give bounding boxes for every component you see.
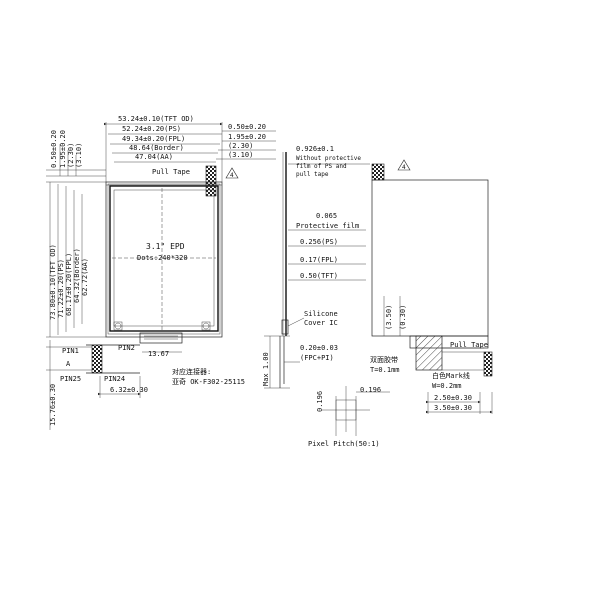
fpc-pi-label: (FPC+PI) xyxy=(300,354,334,362)
warning-number: 4 xyxy=(230,172,234,179)
epd-size: 3.1" EPD xyxy=(146,242,185,251)
dim-right-2: 1.95±0.20 xyxy=(228,133,266,141)
front-view: 53.24±0.10(TFT OD) 52.24±0.20(PS) 49.34±… xyxy=(46,115,276,430)
connector-pn: 亚奇 OK-F302-25115 xyxy=(172,377,245,386)
pixel-pitch-caption: Pixel Pitch(50:1) xyxy=(308,440,380,448)
panel-outline xyxy=(105,181,223,338)
top-dimension-stack: 53.24±0.10(TFT OD) 52.24±0.20(PS) 49.34±… xyxy=(103,115,223,182)
ps-thickness: 0.256(PS) xyxy=(300,238,338,246)
dim-left-3: (2.30) xyxy=(67,143,75,168)
mark-width: W=0.2mm xyxy=(432,382,462,390)
side-note-2: film of PS and xyxy=(296,163,347,170)
dim-aa: 47.04(AA) xyxy=(135,153,173,161)
dim-right-1: 0.50±0.20 xyxy=(228,123,266,131)
bottom-left-dim: 15.76±0.30 xyxy=(49,384,57,426)
left-dimension-stack: 73.80±0.10(TFT OD) 71.22±0.20(PS) 68.17±… xyxy=(46,181,106,338)
connector-cn: 对应连接器: xyxy=(172,367,211,376)
side-warning-icon xyxy=(397,159,411,171)
dim-left-2: 1.95±0.20 xyxy=(59,130,67,168)
warning-icon xyxy=(225,167,239,179)
fpc-length: 13.67 xyxy=(148,350,169,358)
back-view: (3.50) (0.30) Pull Tape 双面胶带 T=0.1mm 白色M… xyxy=(370,163,493,414)
dim-right-3: (2.30) xyxy=(228,142,253,150)
back-pull-tape: Pull Tape xyxy=(450,341,488,349)
dim-v-ps: 71.22±0.20(PS) xyxy=(57,259,65,318)
pixel-pitch-detail: 0.196 0.196 Pixel Pitch(50:1) xyxy=(308,386,390,448)
a-label: A xyxy=(66,360,71,368)
pin25-label: PIN25 xyxy=(60,375,81,383)
back-dim-2: (0.30) xyxy=(399,305,407,330)
silicone-label: Silicone xyxy=(304,310,338,318)
side-view: 0.926±0.1 Without protective film of PS … xyxy=(262,145,411,389)
right-top-dims: 0.50±0.20 1.95±0.20 (2.30) (3.10) xyxy=(216,123,276,160)
film-thickness: 0.065 xyxy=(316,212,337,220)
mark-cn: 白色Mark线 xyxy=(432,371,470,380)
left-top-dims: 0.50±0.20 1.95±0.20 (2.30) (3.10) xyxy=(46,130,106,177)
epd-dots: Dots:240*320 xyxy=(137,254,188,262)
pull-tape-label: Pull Tape xyxy=(152,168,190,176)
pull-tape-block: Pull Tape 4 xyxy=(152,165,239,197)
dim-v-border: 64.32(Border) xyxy=(73,248,81,303)
cover-ic-label: Cover IC xyxy=(304,319,338,327)
fpc-thickness: 0.20±0.03 xyxy=(300,344,338,352)
pixel-pitch-v: 0.196 xyxy=(316,391,324,412)
fpc-region: PIN1 PIN2 A PIN25 PIN24 13.67 6.32±0.30 … xyxy=(46,332,245,430)
fpc-pitch: 6.32±0.30 xyxy=(110,386,148,394)
fpl-thickness: 0.17(FPL) xyxy=(300,256,338,264)
pin1-label: PIN1 xyxy=(62,347,79,355)
tape-thickness: T=0.1mm xyxy=(370,366,400,374)
pixel-pitch-h: 0.196 xyxy=(360,386,381,394)
back-dim-1: (3.50) xyxy=(385,305,393,330)
side-warning-number: 4 xyxy=(402,164,406,171)
film-label: Protective film xyxy=(296,222,359,230)
dim-border: 48.64(Border) xyxy=(129,144,184,152)
back-dim-4: 3.50±0.30 xyxy=(434,404,472,412)
dim-ps: 52.24±0.20(PS) xyxy=(122,125,181,133)
dim-left-4: (3.10) xyxy=(75,143,83,168)
dim-v-fpl: 68.17±0.20(FPL) xyxy=(65,253,73,316)
dim-v-aa: 62.72(AA) xyxy=(81,258,89,296)
dim-tft-od: 53.24±0.10(TFT OD) xyxy=(118,115,194,123)
dim-fpl: 49.34±0.20(FPL) xyxy=(122,135,185,143)
side-note-3: pull tape xyxy=(296,171,329,178)
dim-v-tft: 73.80±0.10(TFT OD) xyxy=(49,244,57,320)
tape-cn: 双面胶带 xyxy=(370,355,398,364)
back-dim-3: 2.50±0.30 xyxy=(434,394,472,402)
side-total: 0.926±0.1 xyxy=(296,145,334,153)
side-note-1: Without protective xyxy=(296,155,361,162)
dim-left-1: 0.50±0.20 xyxy=(50,130,58,168)
pin2-label: PIN2 xyxy=(118,344,135,352)
max-thickness: Max 1.00 xyxy=(262,352,270,386)
dim-right-4: (3.10) xyxy=(228,151,253,159)
pin24-label: PIN24 xyxy=(104,375,125,383)
tft-thickness: 0.50(TFT) xyxy=(300,272,338,280)
